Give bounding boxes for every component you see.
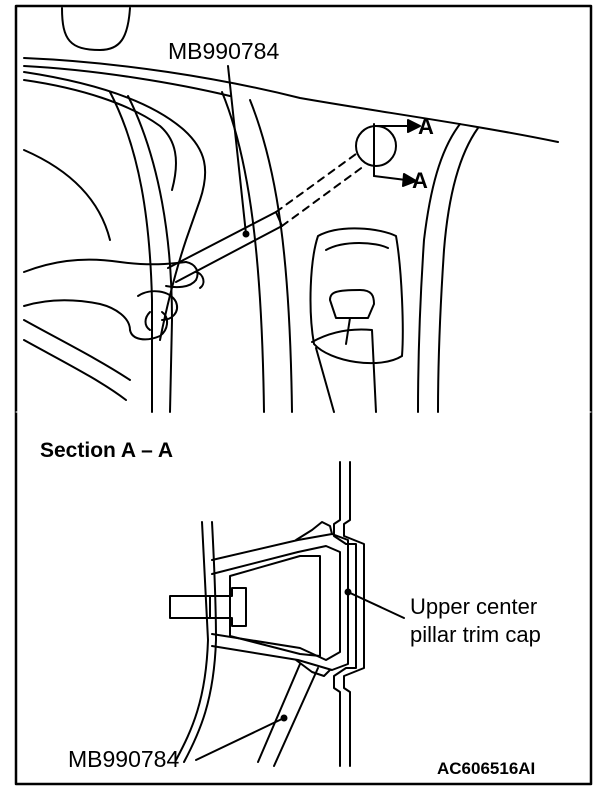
section-title: Section A – A [40,439,174,462]
section-marker-lower: A [412,168,428,193]
section-view [169,461,405,767]
trim-cap-callout-line2: pillar trim cap [410,622,541,647]
vehicle-interior-view [23,7,559,413]
figure-code: AC606516AI [437,759,536,778]
trim-cap [355,125,397,167]
section-marker-upper: A [418,114,434,139]
figure-frame [14,4,593,786]
tool-label-bottom: MB990784 [68,746,180,772]
tool-label-top: MB990784 [168,38,280,64]
trim-cap-callout-line1: Upper center [410,594,538,619]
